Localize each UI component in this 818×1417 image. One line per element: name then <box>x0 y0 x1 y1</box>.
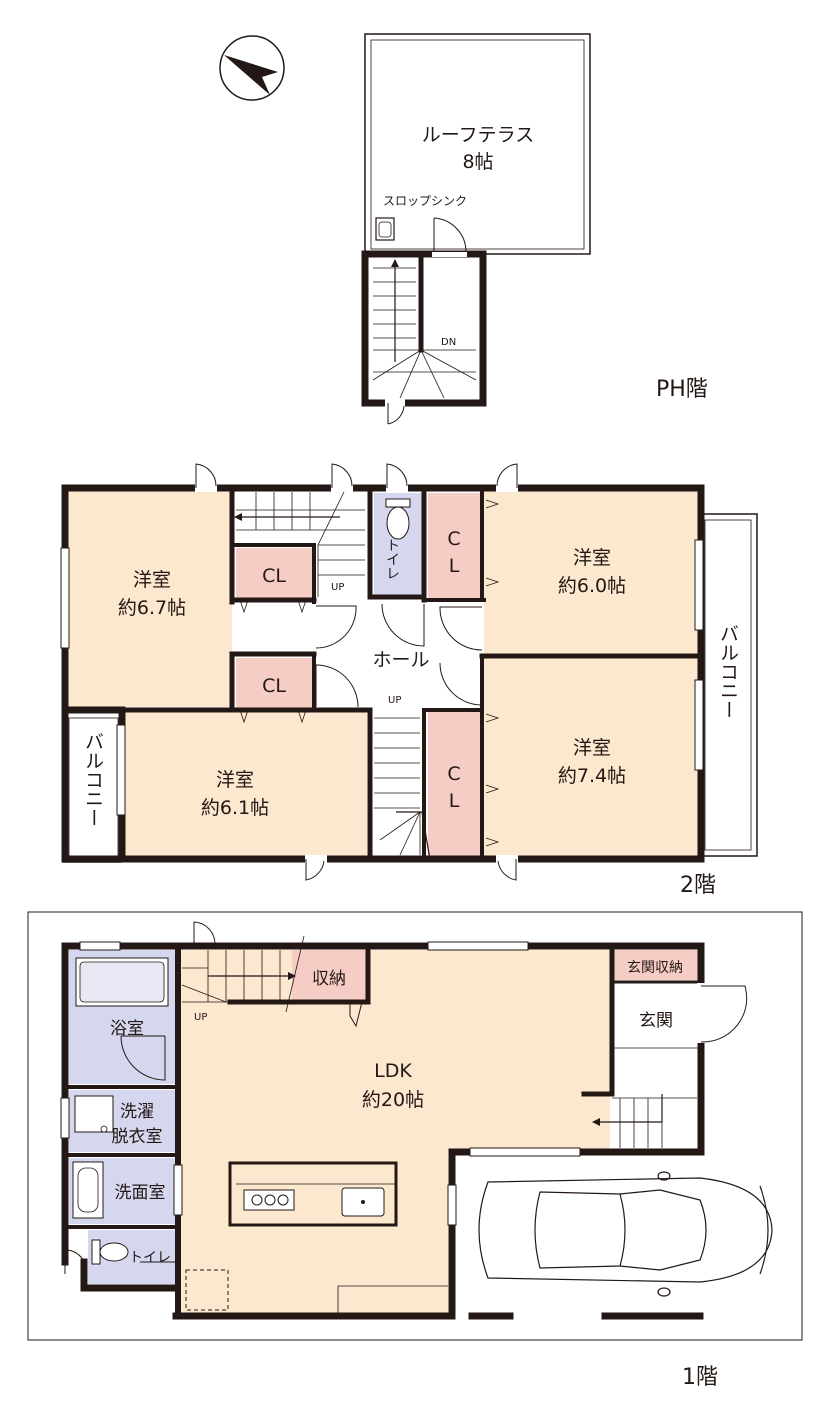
ph-stair-dn: DN <box>441 337 456 348</box>
room-nw-size: 約6.7帖 <box>118 597 186 619</box>
washroom-label: 洗面室 <box>115 1183 166 1203</box>
ldk-name: LDK <box>374 1060 412 1082</box>
stair-1f <box>181 935 305 1013</box>
closet-w-label: CL <box>262 675 286 697</box>
toilet-1f-label: トイレ <box>129 1250 171 1266</box>
closet-n-label-2: L <box>449 555 460 577</box>
stair-2f-up-south: UP <box>388 695 401 706</box>
room-ne <box>484 490 698 654</box>
closet-w <box>236 658 312 708</box>
first-floor: UP <box>27 911 803 1390</box>
second-floor: バルコニー バルコニー <box>60 463 758 898</box>
car-icon <box>478 1171 773 1297</box>
roof-terrace-name: ルーフテラス <box>422 124 534 146</box>
room-nw <box>68 490 232 707</box>
closet-n-label-1: C <box>447 528 460 550</box>
stair-1f-up: UP <box>194 1012 207 1023</box>
closet-door-markers <box>239 499 500 847</box>
room-se-name: 洋室 <box>573 737 611 759</box>
slop-sink-label: スロップシンク <box>383 194 467 208</box>
ph-floor: ルーフテラス 8帖 スロップシンク <box>361 33 708 425</box>
doors-2f <box>195 463 518 881</box>
closet-s-label-2: L <box>449 790 460 812</box>
washbasin-icon <box>72 1161 104 1219</box>
room-nw-name: 洋室 <box>133 569 171 591</box>
closet-nw <box>236 548 312 598</box>
closet-nw-label: CL <box>262 565 286 587</box>
kitchen-counter <box>228 1161 398 1227</box>
floor-label-1f: 1階 <box>682 1365 718 1390</box>
stair-2f-north <box>234 491 365 597</box>
room-se-size: 約7.4帖 <box>558 765 626 787</box>
laundry-label-1: 洗濯 <box>120 1102 154 1122</box>
entrance-storage-label: 玄関収納 <box>627 959 683 976</box>
terrace-door <box>433 217 467 255</box>
toilet-icon <box>385 498 411 540</box>
entrance-label: 玄関 <box>639 1011 673 1031</box>
entrance-step <box>592 1094 697 1148</box>
storage <box>292 950 366 1000</box>
closet-n <box>428 493 480 601</box>
ph-stair-room <box>361 250 487 407</box>
toilet-2f-label: トイレ <box>384 538 400 580</box>
doors-1f <box>64 921 748 1274</box>
washing-machine-icon <box>74 1095 114 1133</box>
room-ne-size: 約6.0帖 <box>558 575 626 597</box>
room-sw <box>124 712 367 856</box>
room-ne-name: 洋室 <box>573 547 611 569</box>
stair-2f-south <box>374 717 431 861</box>
room-sw-size: 約6.1帖 <box>201 797 269 819</box>
entrance-storage <box>614 950 698 980</box>
fridge-space <box>185 1269 229 1311</box>
toilet-1f-icon <box>91 1239 129 1265</box>
laundry-label-2: 脱衣室 <box>112 1127 163 1147</box>
bath-label: 浴室 <box>110 1019 144 1039</box>
balcony-west-label: バルコニー <box>82 732 104 827</box>
roof-terrace-size: 8帖 <box>462 151 493 173</box>
floor-label-2f: 2階 <box>680 873 716 898</box>
balcony-east-label: バルコニー <box>717 624 739 719</box>
room-se <box>484 658 698 856</box>
floor-label-ph: PH階 <box>656 377 708 402</box>
ph-stair-door <box>385 399 405 425</box>
sink-icon <box>375 217 395 241</box>
ldk-size: 約20帖 <box>362 1089 424 1111</box>
bathtub-icon <box>75 957 169 1007</box>
hall-label: ホール <box>372 649 429 671</box>
site-boundary <box>27 911 803 1341</box>
closet-s <box>428 712 480 856</box>
compass-icon <box>219 35 285 101</box>
closet-s-label-1: C <box>447 763 460 785</box>
entrance <box>614 983 698 1047</box>
room-sw-name: 洋室 <box>216 769 254 791</box>
storage-label: 収納 <box>312 969 346 989</box>
ph-stair <box>372 259 477 399</box>
stair-2f-up-north: UP <box>331 582 344 593</box>
